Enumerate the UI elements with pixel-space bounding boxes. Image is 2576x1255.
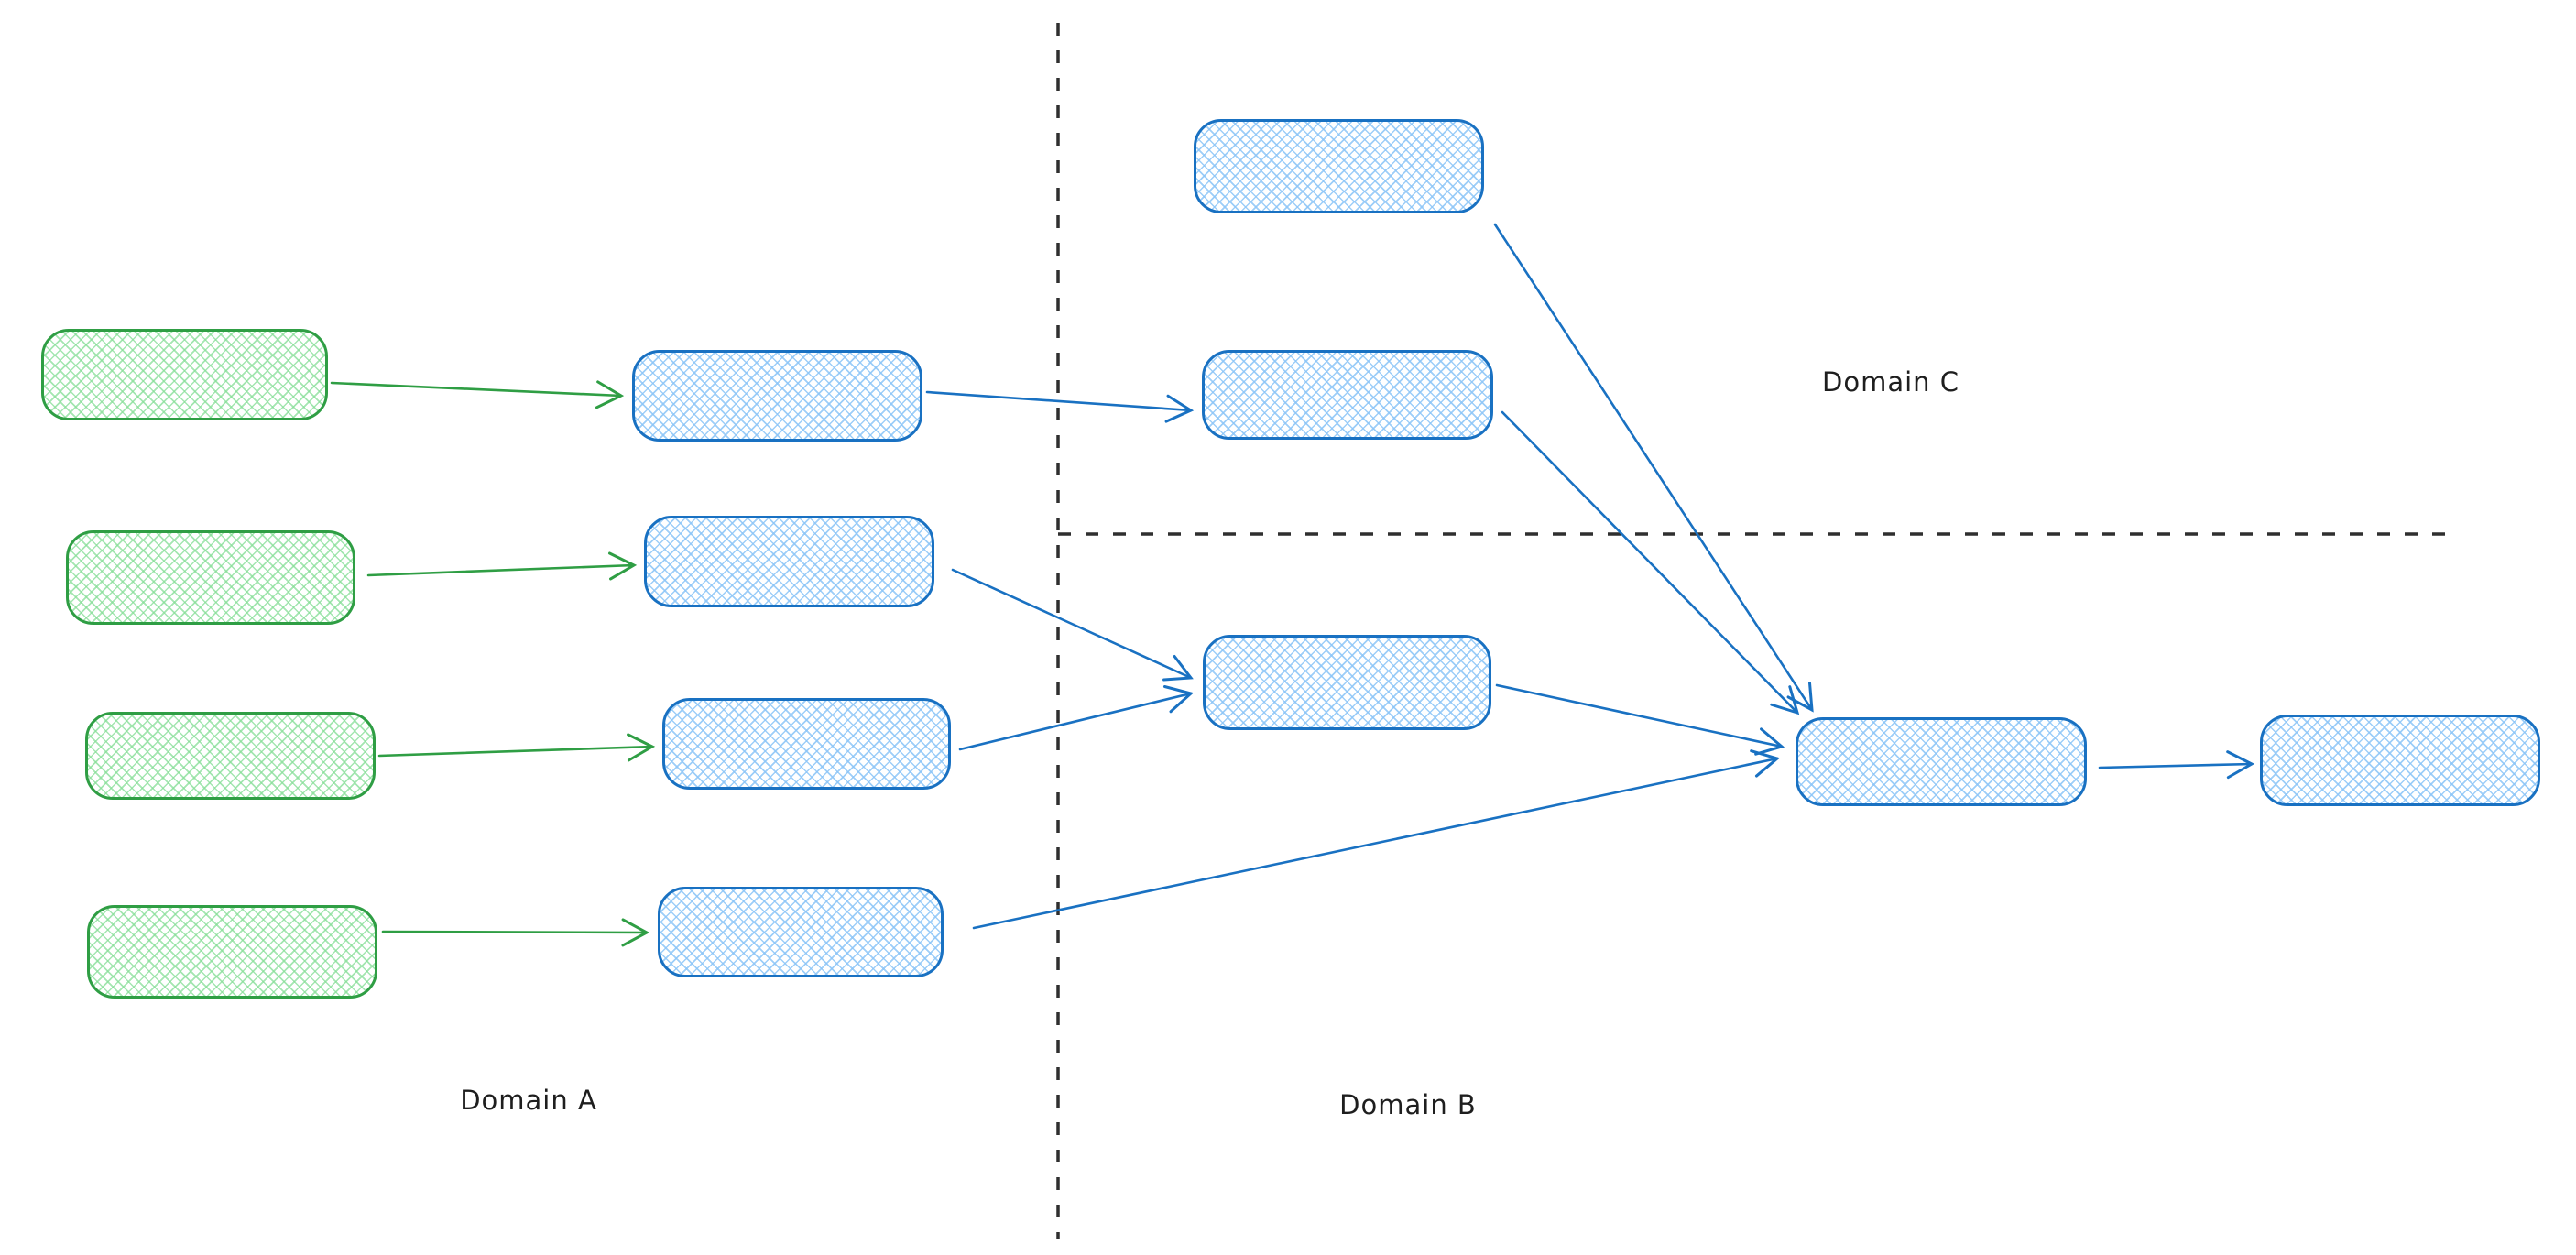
domain-c-label: Domain C — [1822, 366, 1959, 398]
arrow-g3-a3 — [377, 733, 656, 762]
node-blue-box-b-mid — [1203, 635, 1491, 730]
arrow-a4-sink — [972, 749, 1781, 930]
node-blue-box-a4 — [658, 887, 944, 977]
arrow-g2-a2 — [366, 551, 638, 581]
arrow-a3-bmid — [958, 685, 1195, 751]
arrow-g1-a1 — [330, 380, 625, 409]
arrow-ctop-sink — [1493, 223, 1814, 713]
node-green-box-4 — [87, 905, 377, 999]
node-blue-box-b-row2 — [1202, 350, 1493, 440]
node-blue-box-right — [2260, 715, 2540, 806]
node-green-box-3 — [85, 712, 376, 800]
node-blue-box-c-top — [1194, 119, 1484, 213]
node-green-box-1 — [41, 329, 328, 420]
arrow-g4-a4 — [381, 918, 650, 947]
domain-b-label: Domain B — [1339, 1089, 1477, 1120]
node-blue-box-a1 — [632, 350, 922, 442]
node-blue-box-a2 — [644, 516, 934, 607]
node-green-box-2 — [66, 530, 355, 625]
arrow-sink-right — [2098, 750, 2255, 780]
arrow-brow2-sink — [1501, 410, 1800, 715]
domain-a-label: Domain A — [460, 1085, 597, 1116]
arrow-a1-brow2 — [925, 390, 1195, 423]
arrow-a2-bmid — [951, 568, 1194, 682]
node-blue-box-sink — [1796, 717, 2087, 806]
node-blue-box-a3 — [662, 698, 951, 790]
arrow-bmid-sink — [1495, 683, 1785, 756]
